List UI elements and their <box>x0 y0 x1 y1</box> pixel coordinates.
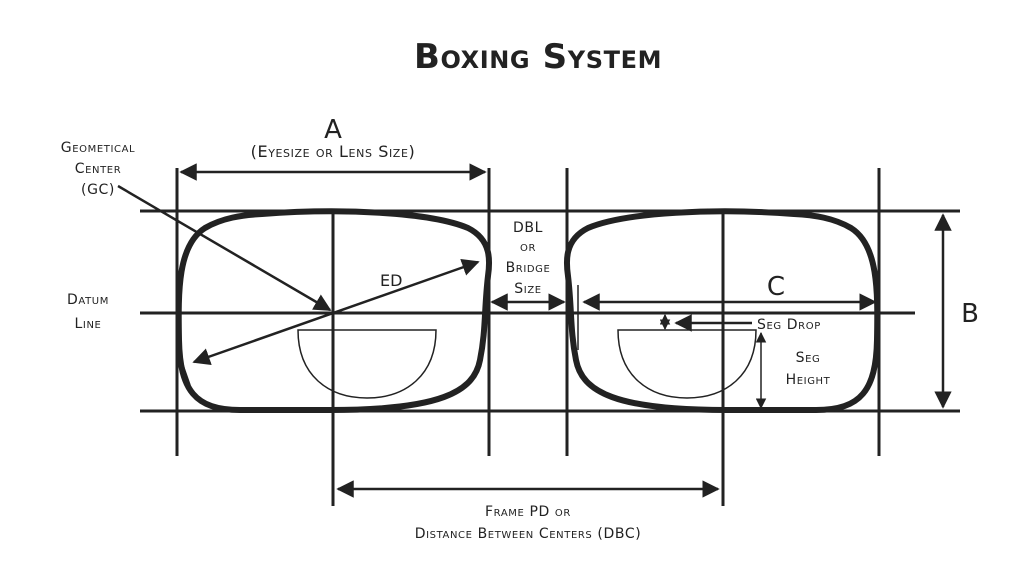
seg-height-label-line1: Seg <box>796 350 821 366</box>
gc-label-line2: Center <box>75 161 122 177</box>
seg-height-label-line2: Height <box>786 372 831 388</box>
frame-pd-label-line2: Distance Between Centers (DBC) <box>415 526 642 542</box>
left-lens-segment <box>297 329 437 399</box>
dbl-label-line2: or <box>520 239 536 255</box>
left-lens-frame <box>175 208 493 413</box>
seg-drop-label: Seg Drop <box>757 317 821 333</box>
right-lens-segment <box>617 329 757 399</box>
dbl-label-line1: DBL <box>513 220 543 236</box>
gc-pointer-arrow <box>117 184 332 312</box>
ed-label: ED <box>380 271 402 290</box>
datum-label-line2: Line <box>75 316 102 332</box>
gc-label-line3: (GC) <box>81 182 115 198</box>
ed-dimension-arrow <box>192 258 480 366</box>
left-edge-tick <box>182 364 191 386</box>
datum-label-line1: Datum <box>67 292 109 308</box>
c-letter: C <box>767 272 785 302</box>
a-letter: A <box>324 115 342 145</box>
gc-label-line1: Geometical <box>61 140 135 156</box>
frame-pd-label-line1: Frame PD or <box>485 504 571 520</box>
b-letter: B <box>961 299 979 329</box>
dbl-label-line4: Size <box>514 281 541 297</box>
a-description: (Eyesize or Lens Size) <box>251 142 416 161</box>
right-lens-frame <box>563 208 881 413</box>
diagram-title: Boxing System <box>414 37 662 77</box>
dbl-label-line3: Bridge <box>506 260 551 276</box>
